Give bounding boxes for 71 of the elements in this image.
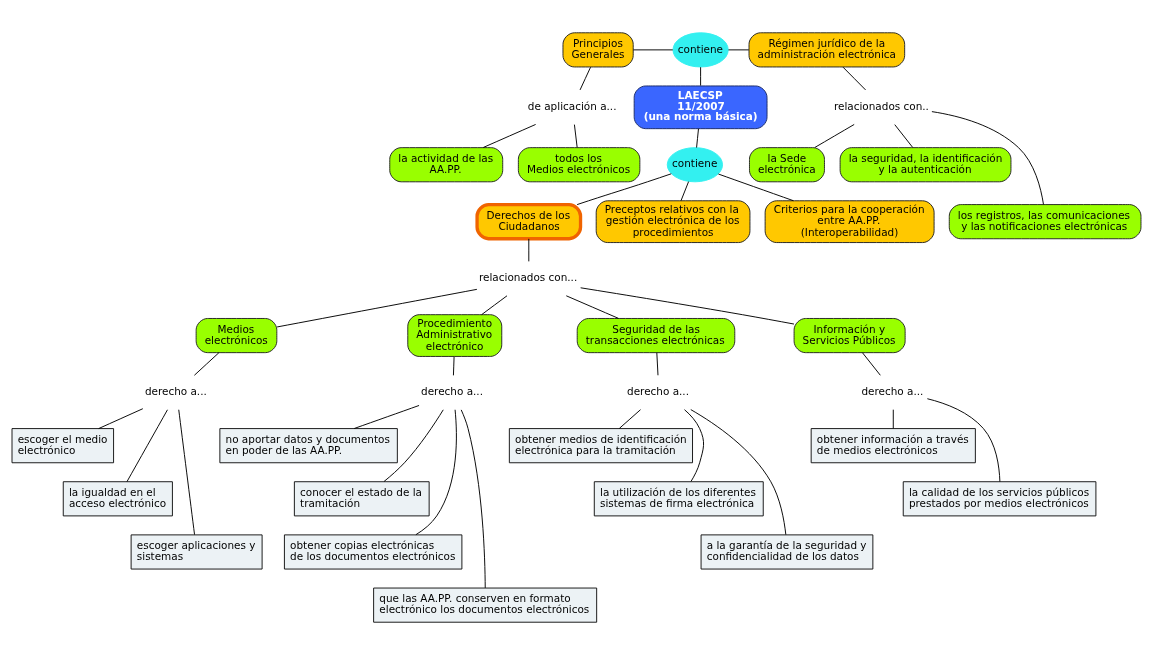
connector	[926, 397, 1001, 482]
connector	[842, 66, 867, 90]
node-box: escoger el medio electrónico	[11, 427, 115, 463]
connector	[193, 351, 220, 376]
node-box: la igualdad en el acceso electrónico	[62, 480, 173, 516]
node-box: Derechos de los Ciudadanos	[475, 202, 583, 240]
node-box: Seguridad de las transacciones electrónicas	[576, 317, 736, 353]
node-text: derecho a...	[144, 384, 207, 397]
connector	[460, 408, 486, 588]
connector	[892, 408, 894, 429]
node-box: Información y Servicios Públicos	[793, 317, 906, 353]
connector	[126, 408, 168, 482]
node-box: LAECSP 11/2007 (una norma básica)	[633, 84, 768, 129]
connector	[452, 355, 455, 376]
node-box: Régimen jurídico de la administración electrónica	[748, 31, 906, 67]
node-box: la actividad de las AA.PP.	[389, 146, 504, 182]
connector	[618, 408, 641, 429]
connector	[481, 294, 508, 315]
node-box: Criterios para la cooperación entre AA.PP. (Interoperabilidad)	[764, 199, 935, 243]
node-text: derecho a...	[861, 384, 924, 397]
connector	[632, 48, 674, 50]
connector	[684, 408, 705, 482]
connector	[656, 351, 659, 376]
connector	[383, 408, 444, 482]
connector	[98, 407, 144, 429]
node-box: todos los Medios electrónicos	[517, 146, 641, 182]
connector	[700, 66, 702, 86]
node-box: Procedimiento Administrativo electrónico	[407, 313, 503, 357]
node-box: la calidad de los servicios públicos prestados por medios electrónicos	[902, 480, 1097, 516]
connector	[696, 127, 699, 148]
node-box: la seguridad, la identificación y la autenticación	[839, 146, 1012, 182]
connector	[573, 123, 578, 148]
connector	[580, 286, 795, 325]
node-box: la utilización de los diferentes sistemas de firma electrónica	[593, 480, 764, 516]
connector	[717, 173, 794, 201]
node-text: relacionados con..	[833, 99, 929, 112]
node-box: Principios Generales	[562, 31, 634, 67]
connector	[482, 123, 537, 148]
node-text: derecho a...	[627, 384, 689, 397]
connector	[579, 66, 592, 90]
connector	[862, 351, 881, 376]
connector	[680, 180, 690, 201]
node-box: conocer el estado de la tramitación	[293, 480, 430, 516]
node-text: relacionados con...	[478, 270, 578, 283]
connector	[931, 110, 1044, 205]
node-box: los registros, las comunicaciones y las notificaciones electrónicas	[948, 203, 1142, 239]
node-box: la Sede electrónica	[749, 146, 825, 182]
connector	[894, 123, 914, 148]
node-box: a la garantía de la seguridad y confidencialidad de los datos	[700, 533, 874, 570]
node-ellipse: contiene	[666, 146, 723, 182]
node-box: Preceptos relativos con la gestión electrónica de los procedimientos	[595, 199, 751, 243]
connector	[415, 408, 457, 535]
node-box: obtener medios de identificación electrónica para la tramitación	[508, 427, 693, 463]
connector	[276, 288, 478, 327]
node-box: obtener copias electrónicas de los documentos electrónicos	[283, 533, 463, 570]
node-box: Medios electrónicos	[195, 317, 278, 353]
connector	[353, 404, 420, 429]
connector	[690, 408, 787, 535]
node-box: no aportar datos y documentos en poder de las AA.PP.	[219, 427, 398, 463]
node-box: que las AA.PP. conserven en formato electrónico los documentos electrónicos	[373, 587, 598, 623]
connector	[565, 294, 619, 319]
connector	[528, 237, 530, 262]
node-box: obtener información a través de medios electrónicos	[810, 427, 976, 463]
connector	[728, 48, 750, 50]
node-text: derecho a...	[421, 384, 484, 397]
node-ellipse: contiene	[672, 31, 729, 67]
connector	[576, 172, 672, 205]
connector	[178, 408, 195, 535]
connector	[814, 123, 855, 148]
node-box: escoger aplicaciones y sistemas	[130, 533, 263, 570]
node-text: de aplicación a...	[527, 99, 617, 112]
